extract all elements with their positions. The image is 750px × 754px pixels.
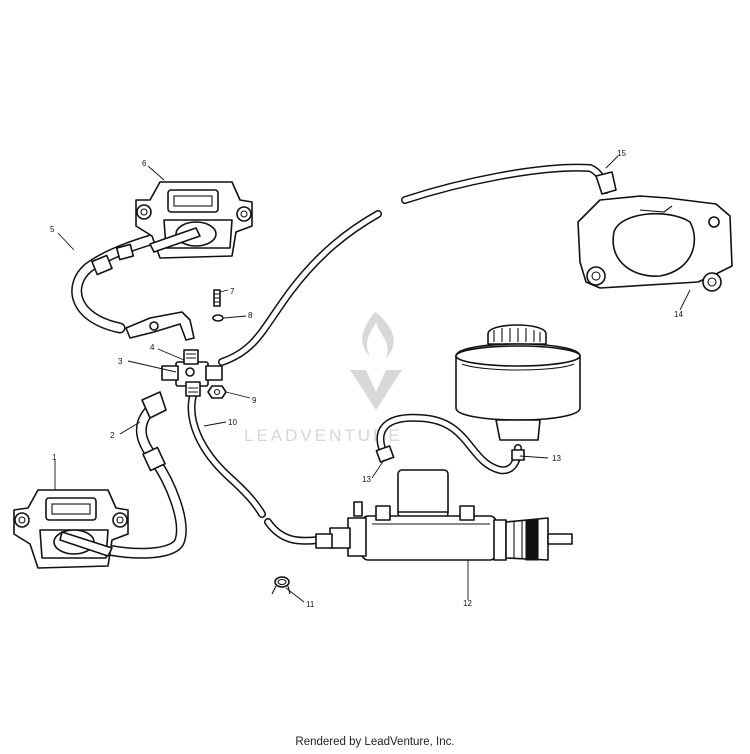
callout-9: 9 [252, 396, 257, 405]
leader-lines [54, 155, 691, 603]
brake-line-right [218, 163, 610, 366]
callout-6: 6 [142, 159, 147, 168]
callout-2: 2 [110, 431, 115, 440]
brake-hose-5 [71, 226, 184, 334]
leadventure-watermark: LEADVENTURE [244, 312, 403, 445]
brake-line-10 [187, 388, 322, 545]
watermark-text: LEADVENTURE [244, 426, 403, 445]
callout-12: 12 [463, 599, 472, 608]
caliper-14 [577, 171, 733, 292]
callout-4: 4 [150, 343, 155, 352]
reservoir-hose-13 [375, 413, 525, 475]
callout-labels: 1 2 3 4 5 6 7 8 9 10 11 12 13 13 14 15 [50, 149, 683, 609]
nut-9 [207, 385, 227, 399]
callout-10: 10 [228, 418, 237, 427]
caliper-1 [13, 489, 129, 569]
callout-1: 1 [52, 453, 57, 462]
callout-11: 11 [306, 600, 315, 609]
flame-logo-icon [362, 312, 394, 358]
bolt-7 [213, 289, 221, 307]
callout-3: 3 [118, 357, 123, 366]
caliper-6 [135, 181, 253, 259]
footer-credit: Rendered by LeadVenture, Inc. [295, 736, 455, 748]
callout-8: 8 [248, 311, 253, 320]
clip-11 [271, 576, 291, 595]
master-cylinder [315, 469, 573, 561]
callout-7: 7 [230, 287, 235, 296]
callout-5: 5 [50, 225, 55, 234]
fluid-reservoir [455, 324, 581, 441]
v-logo-icon [350, 370, 402, 410]
elbow-fitting [125, 311, 195, 341]
washer-8 [212, 314, 224, 322]
callout-14: 14 [674, 310, 683, 319]
callout-13-fitting: 13 [552, 454, 561, 463]
brake-hose-2 [94, 391, 187, 559]
callout-13-hose: 13 [362, 475, 371, 484]
junction-block [161, 349, 223, 397]
callout-15: 15 [617, 149, 626, 158]
